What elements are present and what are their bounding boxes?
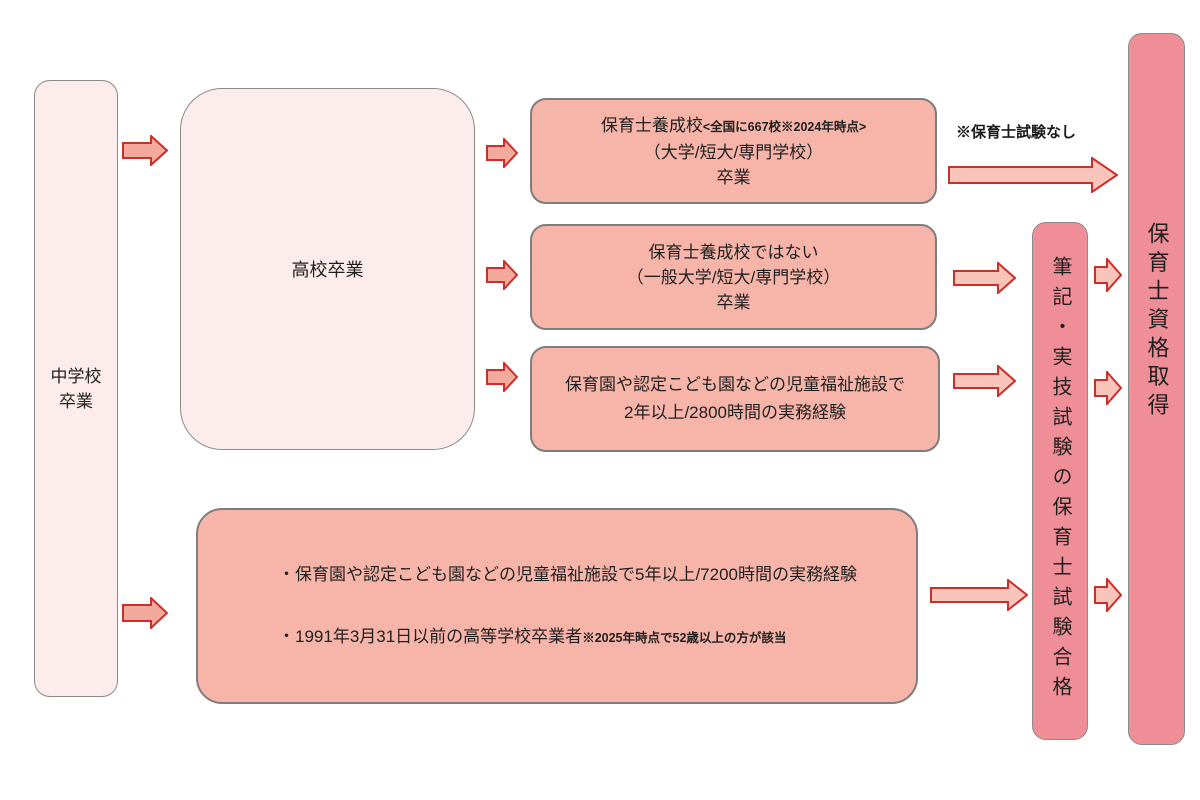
non-training-school-line1: 保育士養成校ではない <box>648 242 819 262</box>
arrow-highschool-to-non-training-school <box>486 260 518 290</box>
high-school-label: 高校卒業 <box>291 260 364 280</box>
box-high-school-graduation: 高校卒業 <box>180 88 475 450</box>
arrow-non-training-school-to-exam <box>953 262 1016 294</box>
non-training-school-line2: （一般大学/短大/専門学校） <box>626 267 841 287</box>
qualification-label: 保育士資格取得 <box>1144 222 1170 422</box>
arrow-alternative-route-to-exam <box>930 579 1028 611</box>
arrow-highschool-to-training-school <box>486 138 518 168</box>
arrow-highschool-to-work-experience <box>486 362 518 392</box>
box-non-training-school: 保育士養成校ではない （一般大学/短大/専門学校） 卒業 <box>530 224 937 330</box>
alternative-route-bullet2-note: ※2025年時点で52歳以上の方が該当 <box>582 630 787 645</box>
training-school-line2: （大学/短大/専門学校） <box>643 142 824 162</box>
box-training-school: 保育士養成校<全国に667校※2024年時点> （大学/短大/専門学校） 卒業 <box>530 98 937 204</box>
box-middle-school-graduation: 中学校 卒業 <box>34 80 118 697</box>
training-school-line1: 保育士養成校<全国に667校※2024年時点> <box>601 113 866 140</box>
arrow-middleschool-to-highschool <box>122 135 168 166</box>
alternative-route-bullet2-main: ・1991年3月31日以前の高等学校卒業者 <box>278 626 583 646</box>
arrow-exam-to-qualification-3 <box>1094 578 1122 612</box>
training-school-title: 保育士養成校 <box>600 115 703 135</box>
middle-school-label-line2: 卒業 <box>59 391 93 411</box>
work-experience-2years-line1: 保育園や認定こども園などの児童福祉施設で <box>565 375 905 394</box>
box-qualification-acquired: 保育士資格取得 <box>1128 33 1185 745</box>
arrow-training-school-to-qualification <box>948 157 1118 193</box>
middle-school-label-line1: 中学校 <box>50 366 102 386</box>
exam-pass-label: 筆記・実技試験の保育士試験合格 <box>1049 256 1071 706</box>
box-alternative-route: ・保育園や認定こども園などの児童福祉施設で5年以上/7200時間の実務経験 ・1… <box>196 508 918 704</box>
box-work-experience-2years: 保育園や認定こども園などの児童福祉施設で 2年以上/2800時間の実務経験 <box>530 346 940 452</box>
no-exam-note: ※保育士試験なし <box>956 124 1077 141</box>
work-experience-2years-line2: 2年以上/2800時間の実務経験 <box>624 403 846 422</box>
arrow-work-experience-to-exam <box>953 365 1016 397</box>
training-school-title-note: <全国に667校※2024年時点> <box>702 119 867 134</box>
arrow-exam-to-qualification-1 <box>1094 258 1122 292</box>
box-exam-pass: 筆記・実技試験の保育士試験合格 <box>1032 222 1088 740</box>
training-school-line3: 卒業 <box>716 167 751 187</box>
alternative-route-bullet2: ・1991年3月31日以前の高等学校卒業者※2025年時点で52歳以上の方が該当 <box>278 625 786 650</box>
arrow-middleschool-to-alternative-route <box>122 597 168 629</box>
non-training-school-line3: 卒業 <box>716 292 751 312</box>
arrow-exam-to-qualification-2 <box>1094 371 1122 405</box>
alternative-route-bullet1: ・保育園や認定こども園などの児童福祉施設で5年以上/7200時間の実務経験 <box>278 564 857 584</box>
middle-school-label: 中学校 卒業 <box>51 364 102 414</box>
